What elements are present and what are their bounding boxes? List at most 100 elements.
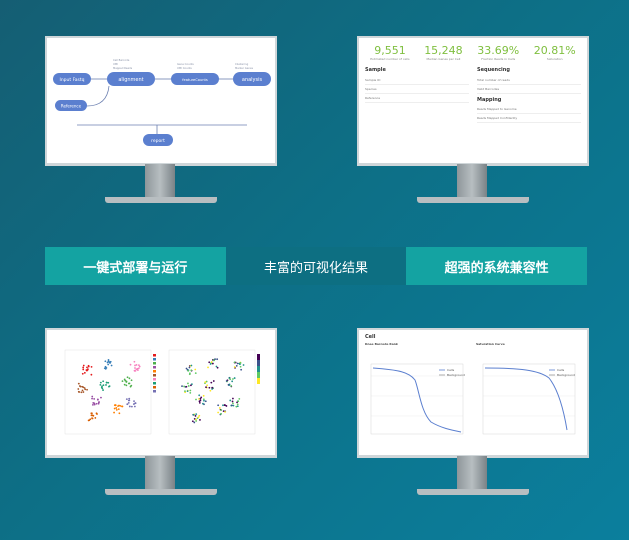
stats-screen: 9,551 Estimated number of cells 15,248 M… [357,36,589,166]
cluster-point [130,379,133,382]
cluster-point [115,407,118,409]
gradient-point [197,416,200,419]
gradient-point [217,404,220,407]
cluster-point [118,412,121,415]
gradient-point [199,397,202,400]
cluster-point [133,400,135,403]
cluster-point [107,360,110,363]
cluster-point [99,383,102,386]
cluster-point [114,404,117,406]
cluster-point [78,385,81,387]
cluster-point [82,364,85,367]
cluster-point [78,391,81,393]
stat-fraction-value: 33.69% [477,44,520,57]
cluster-point [128,377,131,380]
gradient-point [209,389,212,392]
cell-screen: Cell Knee Barcode Rank Saturation Curve … [357,328,589,458]
monitor-base [417,197,529,203]
gradient-point [229,378,232,381]
gradient-point [217,411,220,414]
note-analysis-0: Clustering [235,62,249,66]
cluster-point [133,403,135,405]
stat-genes-label: Median Genes per Cell [426,57,461,61]
gradient-point [213,359,215,362]
cluster-point [84,388,87,391]
legend-swatch [153,374,156,377]
cluster-point [127,401,130,404]
cluster-point [92,414,95,417]
stat-saturation-value: 20.81% [533,44,576,57]
seq-row: Valid Barcodes [477,85,581,94]
right-curve-title: Saturation Curve [476,342,505,346]
stat-cells-value: 9,551 [374,44,406,57]
cluster-point [134,367,136,369]
gradient-point [198,414,201,417]
node-report-label: report [151,138,165,144]
gradient-swatch [257,354,260,360]
gradient-point [189,389,192,392]
cluster-point [135,364,138,366]
cluster-point [77,388,80,390]
cluster-point [133,370,136,372]
cluster-point [90,373,93,376]
gradient-point [198,402,201,404]
gradient-point [211,386,214,389]
monitor-workflow: Input Fastq alignment Reference featureC… [45,36,277,211]
legend-swatch [153,390,156,393]
node-input-fastq [53,73,91,85]
gradient-point [220,412,222,415]
stats-tables: Sample Sample ID Species Reference Seque… [359,63,587,123]
gradient-point [229,399,232,402]
gradient-point [231,400,234,403]
stat-cells-label: Estimated number of cells [370,57,410,61]
gradient-point [188,366,191,369]
gradient-point [239,365,242,368]
cluster-point [82,386,85,389]
gradient-point [232,378,234,380]
cluster-point [125,398,128,401]
cluster-point [126,376,129,379]
gradient-point [242,364,245,366]
legend-background: Background [447,373,465,377]
legend-swatch [153,362,156,365]
cluster-point [93,402,96,405]
cluster-point [121,405,123,408]
map-title: Mapping [477,97,502,103]
cluster-plots [64,349,260,435]
gradient-swatch [257,378,260,384]
cluster-point [109,362,111,364]
gradient-point [239,362,242,364]
legend-swatch [153,358,156,361]
gradient-point [191,420,194,423]
cluster-point [83,371,86,374]
cluster-point [128,397,131,400]
monitor-stand [457,164,487,198]
cluster-point [104,360,107,363]
sample-title: Sample [365,67,386,73]
feature-deploy: 一键式部署与运行 [45,247,226,285]
cluster-point [82,391,85,393]
gradient-point [210,361,213,363]
legend-cells: Cells [447,368,455,372]
legend-background-right: Background [557,373,575,377]
gradient-point [192,413,195,416]
cluster-point [124,379,127,382]
gradient-point [214,358,216,361]
gradient-point [212,380,215,382]
gradient-point [222,404,224,407]
stat-fraction-label: Fraction Reads in Cells [481,57,516,61]
sample-row: Reference [365,94,469,103]
gradient-point [202,402,204,405]
cluster-point [95,412,98,415]
cluster-point [110,364,113,367]
cluster-point [128,405,131,408]
legend-swatch [153,354,156,357]
gradient-point [191,383,193,386]
gradient-point [207,366,209,369]
cluster-point [133,405,136,408]
cluster-point [91,397,93,400]
gradient-point [193,421,196,424]
cluster-point [91,412,93,415]
cluster-point [133,360,136,363]
note-analysis-1: Marker Genes [235,66,254,70]
